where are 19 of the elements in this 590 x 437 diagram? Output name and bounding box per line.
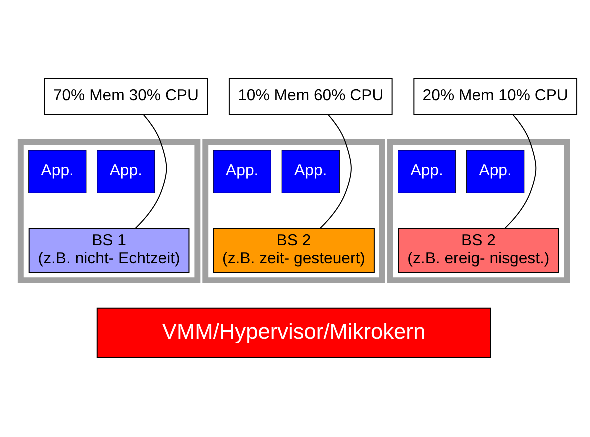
node-box: BS 2 (z.B. zeit- gesteuert) [213,228,375,274]
node-box: 10% Mem 60% CPU [228,78,393,116]
node-box: App. [282,150,340,194]
node-box: App. [97,150,156,194]
node-box: BS 2 (z.B. ereig- nisgest.) [398,228,560,274]
cluster [18,140,201,284]
connector [320,114,352,230]
node-box: App. [466,150,525,194]
node-box: BS 1 (z.B. nicht- Echtzeit) [28,228,190,274]
node-box: App. [28,150,87,194]
node-box: 20% Mem 10% CPU [414,78,578,116]
node-box: App. [398,150,456,194]
cluster [202,140,386,284]
node-box: App. [213,150,272,194]
cluster [387,140,570,284]
node-box: VMM/Hypervisor/Mikrokern [96,308,492,359]
connector [134,114,168,230]
node-box: 70% Mem 30% CPU [44,78,208,116]
connector [504,114,537,230]
